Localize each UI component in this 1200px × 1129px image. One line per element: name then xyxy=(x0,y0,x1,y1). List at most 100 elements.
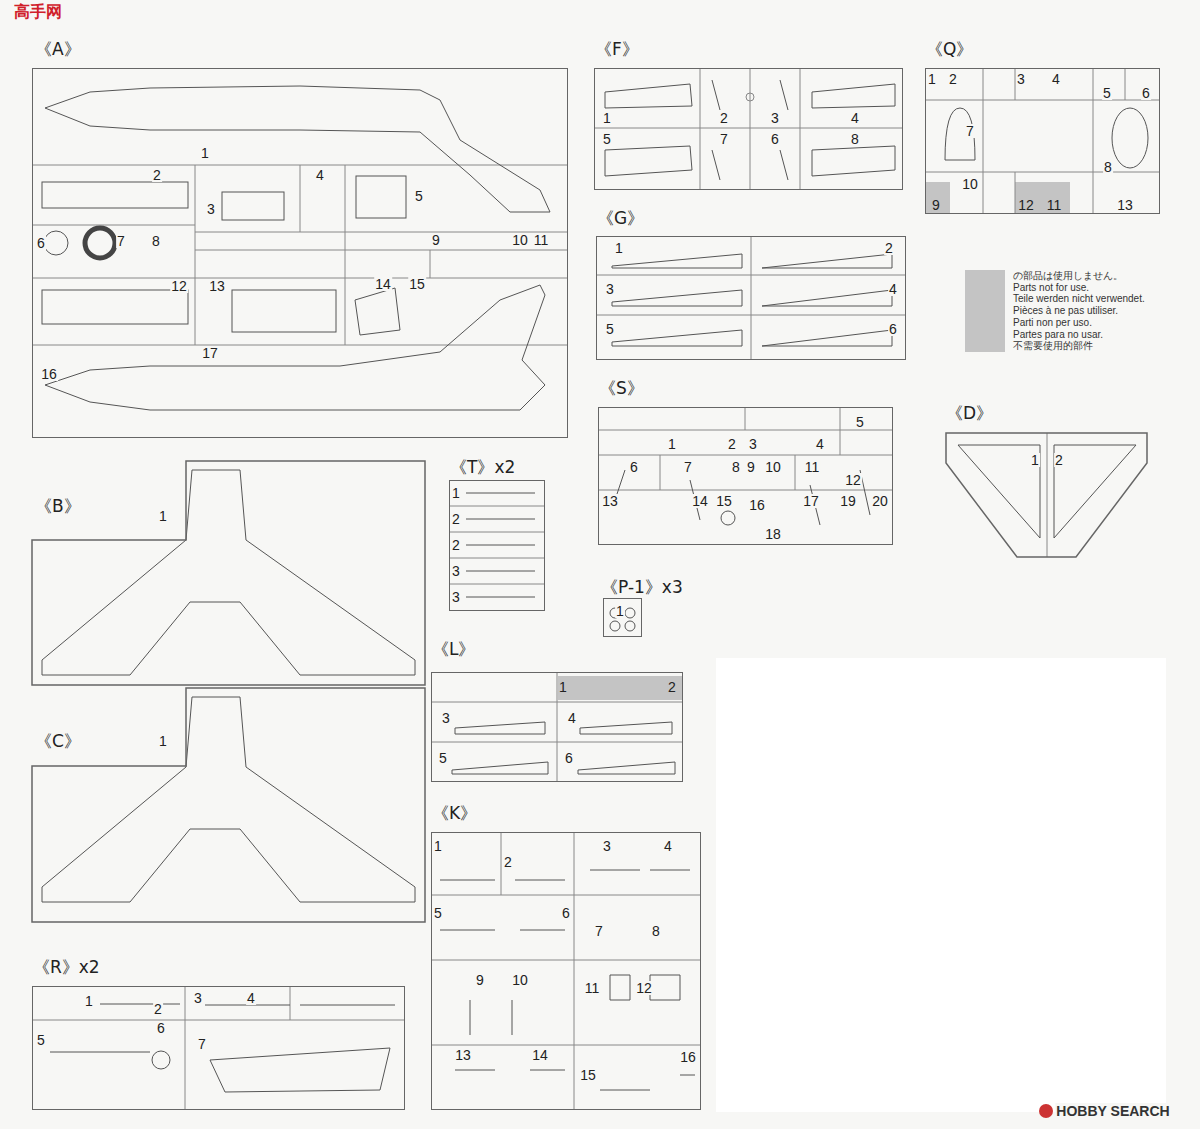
part-number: 3 xyxy=(748,437,758,451)
part-number: 14 xyxy=(691,494,709,508)
part-number: 3 xyxy=(193,991,203,1005)
part-number: 9 xyxy=(431,233,441,247)
part-number: 6 xyxy=(629,460,639,474)
tank-part xyxy=(210,1048,390,1092)
missile-part xyxy=(50,1004,395,1052)
part-number: 5 xyxy=(855,415,865,429)
watermark: HOBBY SEARCH xyxy=(1055,1103,1170,1119)
part xyxy=(232,290,336,332)
small-part xyxy=(610,621,620,631)
part-number: 2 xyxy=(451,538,461,552)
part-number: 7 xyxy=(116,234,126,248)
sprue-letter: 《P-1》x3 xyxy=(601,578,683,597)
part-number: 4 xyxy=(663,839,673,853)
legend-swatch xyxy=(965,329,1005,341)
part-number: 12 xyxy=(1017,198,1035,212)
fuselage-half xyxy=(45,285,545,410)
watermark-logo xyxy=(1039,1104,1053,1118)
part-number: 13 xyxy=(454,1048,472,1062)
part-number: 2 xyxy=(153,1002,163,1016)
part-number: 8 xyxy=(1103,160,1113,174)
legend-text: Parti non per uso. xyxy=(1013,317,1092,329)
sprue-letter: 《T》x2 xyxy=(450,458,515,477)
part-number: 4 xyxy=(1051,72,1061,86)
small-part xyxy=(625,621,635,631)
part-number: 11 xyxy=(1046,198,1063,212)
part-number: 8 xyxy=(850,132,860,146)
part-number: 5 xyxy=(605,322,615,336)
part-number: 5 xyxy=(602,132,612,146)
part-number: 2 xyxy=(152,168,162,182)
runner xyxy=(596,236,906,360)
part-number: 1 xyxy=(615,604,625,618)
part-number: 2 xyxy=(451,512,461,526)
part xyxy=(42,182,188,208)
part-number: 16 xyxy=(748,498,766,512)
part-number: 2 xyxy=(503,855,513,869)
part-number: 19 xyxy=(839,494,857,508)
sprue-frame: 《D》 xyxy=(946,433,1147,557)
weapon-part xyxy=(466,493,535,597)
sprue-frame: 《T》x2 xyxy=(449,480,545,611)
sprue-frame: 《A》 xyxy=(32,68,568,438)
part-number: 8 xyxy=(651,924,661,938)
wing-part xyxy=(612,254,892,346)
part-number: 4 xyxy=(315,168,325,182)
part-number: 2 xyxy=(1054,453,1064,467)
part-number: 3 xyxy=(451,590,461,604)
small-parts xyxy=(615,470,870,525)
legend-text: の部品は使用しません。 xyxy=(1013,270,1123,282)
part-number: 4 xyxy=(888,282,898,296)
part-number: 4 xyxy=(850,111,860,125)
part-number: 7 xyxy=(719,132,729,146)
part-number: 1 xyxy=(1030,453,1040,467)
part-number: 6 xyxy=(1141,86,1151,100)
part xyxy=(356,176,406,218)
part-number: 1 xyxy=(200,146,210,160)
part-number: 10 xyxy=(764,460,782,474)
part-number: 6 xyxy=(561,906,571,920)
legend-swatch xyxy=(965,317,1005,329)
part-number: 2 xyxy=(884,241,894,255)
unused-cell xyxy=(1015,182,1070,213)
sprue-frame: 《B》 xyxy=(32,461,425,685)
part-number: 6 xyxy=(564,751,574,765)
part-number: 5 xyxy=(433,906,443,920)
part-number: 12 xyxy=(844,473,862,487)
part-number: 1 xyxy=(558,680,568,694)
part-number: 1 xyxy=(614,241,624,255)
runner xyxy=(431,672,683,782)
part-number: 5 xyxy=(36,1033,46,1047)
part-number: 13 xyxy=(208,279,226,293)
wheel xyxy=(85,228,115,258)
part-number: 11 xyxy=(584,981,601,995)
frame-outline xyxy=(32,688,425,922)
part-number: 13 xyxy=(601,494,619,508)
part xyxy=(355,288,400,335)
sprue-letter: 《S》 xyxy=(599,379,644,398)
sprue-frame: 《Q》 xyxy=(925,68,1160,214)
part-number: 8 xyxy=(731,460,741,474)
sprue-letter: 《L》 xyxy=(432,640,475,659)
legend-swatch xyxy=(965,293,1005,305)
part-number: 2 xyxy=(719,111,729,125)
legend-text: Parts not for use. xyxy=(1013,282,1089,294)
frame-outline xyxy=(946,433,1147,557)
legend-text: Partes para no usar. xyxy=(1013,329,1103,341)
part-number: 1 xyxy=(667,437,677,451)
part-number: 1 xyxy=(433,839,443,853)
blank-panel xyxy=(716,658,1166,1112)
part-number: 7 xyxy=(683,460,693,474)
part-number: 3 xyxy=(206,202,216,216)
part-number: 6 xyxy=(36,236,46,250)
part-number: 7 xyxy=(965,124,975,138)
parts xyxy=(42,80,1148,1118)
part-number: 3 xyxy=(441,711,451,725)
pod-part xyxy=(452,722,675,774)
legend-swatch xyxy=(965,340,1005,352)
part-number: 2 xyxy=(667,680,677,694)
part-number: 5 xyxy=(414,189,424,203)
small-part xyxy=(721,511,735,525)
part-number: 10 xyxy=(511,233,529,247)
